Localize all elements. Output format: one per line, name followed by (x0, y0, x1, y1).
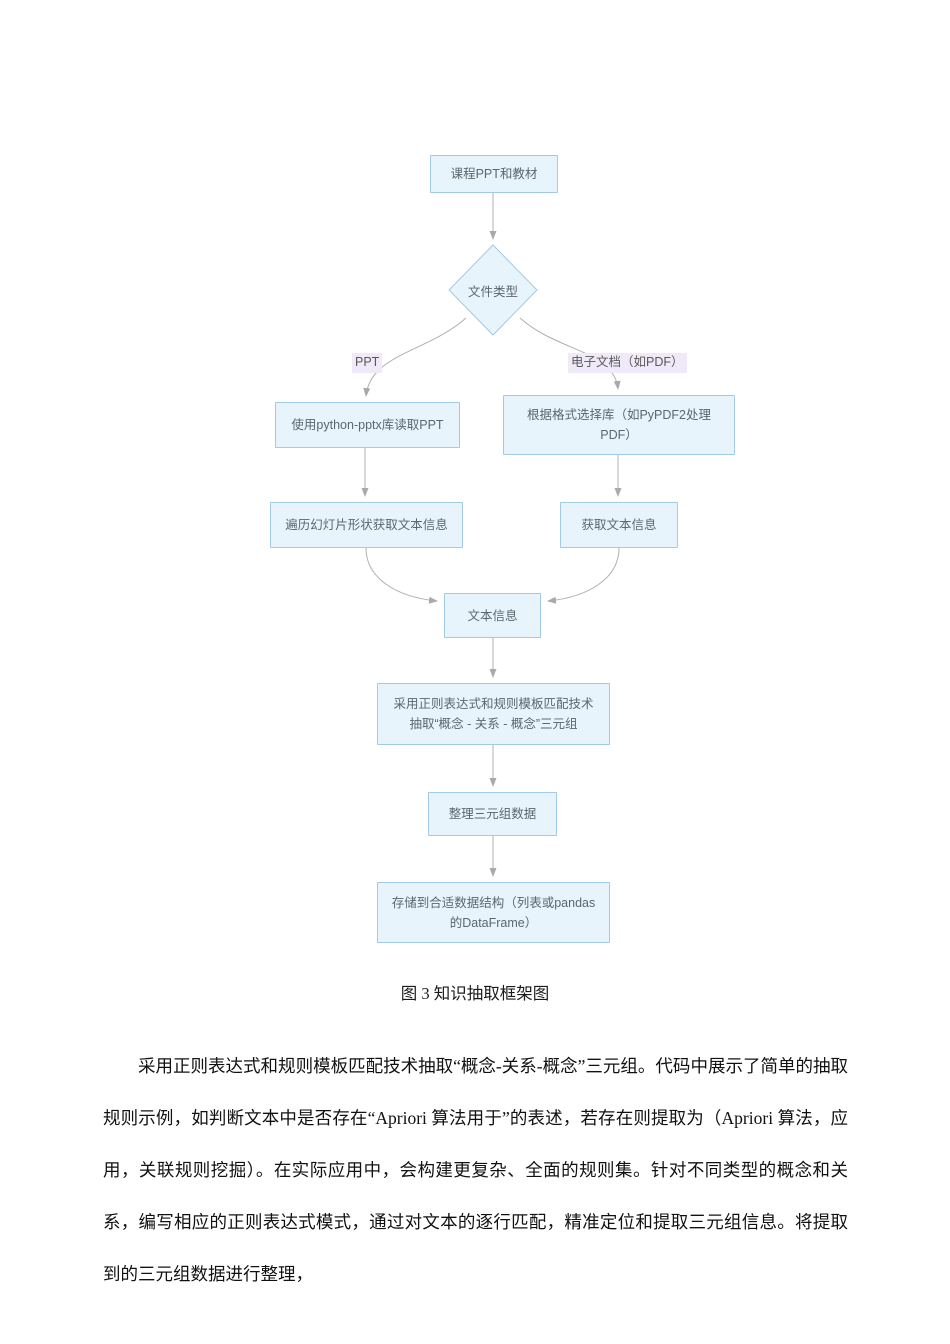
node-pdf-get-text: 获取文本信息 (560, 502, 678, 548)
node-pdf-lib: 根据格式选择库（如PyPDF2处理 PDF） (503, 395, 735, 455)
figure-caption: 图 3 知识抽取框架图 (400, 984, 550, 1003)
node-store-data: 存储到合适数据结构（列表或pandas 的DataFrame） (377, 882, 610, 943)
node-text-info: 文本信息 (444, 593, 541, 638)
node-extract-triples: 采用正则表达式和规则模板匹配技术 抽取“概念 - 关系 - 概念”三元组 (377, 683, 610, 745)
node-organize-triples: 整理三元组数据 (428, 792, 557, 836)
node-ppt-iterate: 遍历幻灯片形状获取文本信息 (270, 502, 463, 548)
body-paragraph: 采用正则表达式和规则模板匹配技术抽取“概念-关系-概念”三元组。代码中展示了简单… (103, 1056, 848, 1284)
node-source: 课程PPT和教材 (430, 155, 558, 193)
edge-label-pdf: 电子文档（如PDF） (568, 353, 687, 373)
node-decision: 文件类型 (467, 284, 518, 299)
node-ppt-read: 使用python-pptx库读取PPT (275, 402, 460, 448)
edge-label-ppt: PPT (352, 353, 383, 373)
